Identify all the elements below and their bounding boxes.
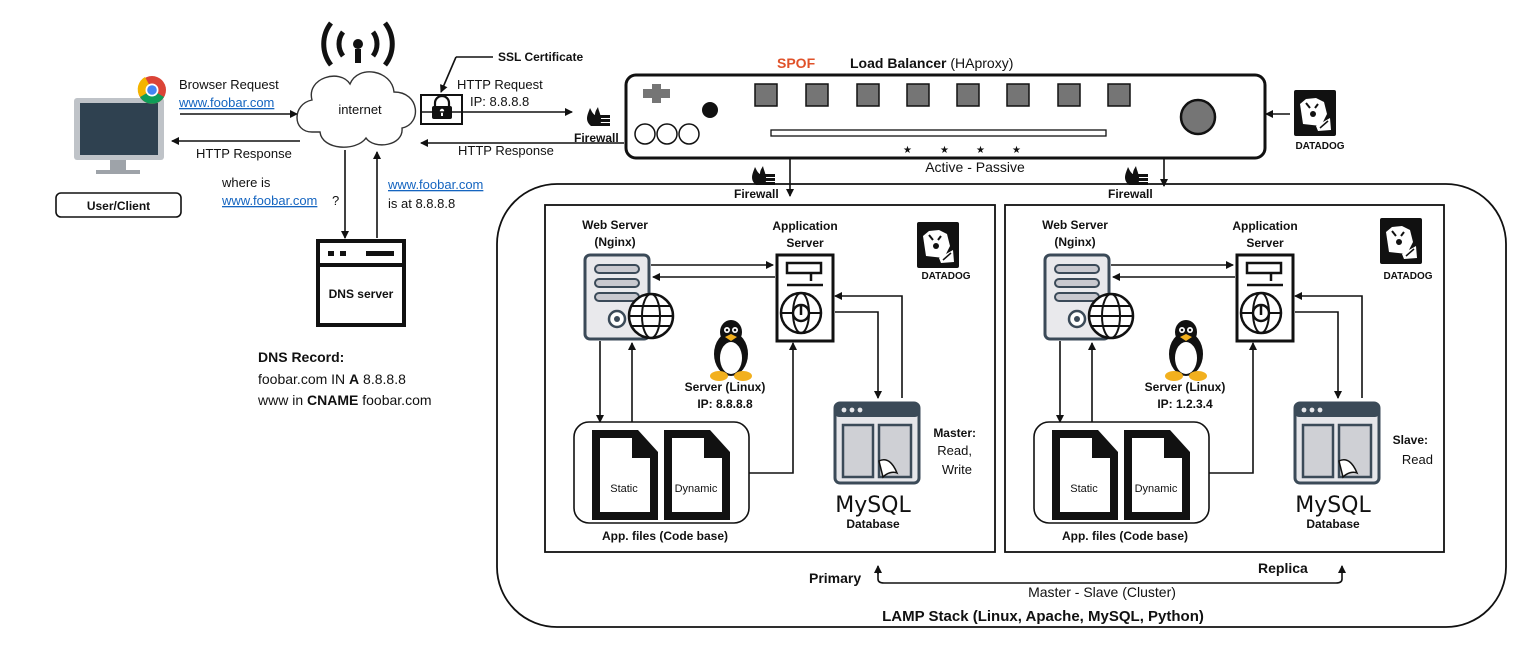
lb-mode-label: Active - Passive	[925, 159, 1025, 175]
dns-record-title: DNS Record:	[258, 349, 344, 365]
browser-request-url[interactable]: www.foobar.com	[178, 95, 274, 110]
globe-icon	[1087, 292, 1135, 340]
internet-label: internet	[338, 102, 382, 117]
lamp-stack-container	[496, 183, 1507, 628]
user-client-label: User/Client	[87, 199, 150, 213]
database-icon	[833, 401, 921, 485]
lamp-stack-label: LAMP Stack (Linux, Apache, MySQL, Python…	[882, 608, 1204, 625]
app-server-icon	[775, 253, 835, 343]
wifi-icon	[321, 21, 395, 67]
client-http-response-label: HTTP Response	[196, 146, 292, 161]
svg-text:★: ★	[940, 145, 949, 156]
db-role-title: Master:	[933, 426, 976, 440]
server-datadog-label: DATADOG	[1383, 271, 1432, 282]
static-file-label: Static	[610, 483, 638, 495]
primary-server-group: Web Server (Nginx) Application Server DA…	[544, 204, 996, 553]
globe-icon	[627, 292, 675, 340]
app-files-label: App. files (Code base)	[602, 529, 728, 543]
file-icon	[664, 430, 730, 520]
dns-server-icon	[316, 239, 406, 327]
lb-datadog-label: DATADOG	[1295, 141, 1344, 152]
mysql-logo: MySQL	[1295, 493, 1371, 518]
user-client-box	[55, 192, 182, 218]
file-icon	[592, 430, 658, 520]
database-label: Database	[846, 517, 900, 531]
where-is-url[interactable]: www.foobar.com	[221, 193, 317, 208]
server-ip: IP: 1.2.3.4	[1157, 397, 1213, 411]
lock-icon	[420, 94, 463, 125]
svg-text:★: ★	[976, 145, 985, 156]
app-server-sublabel: Server	[1246, 236, 1284, 250]
app-files-label: App. files (Code base)	[1062, 529, 1188, 543]
firewall-label: Firewall	[574, 131, 619, 145]
internet-http-response-label: HTTP Response	[458, 143, 554, 158]
dynamic-file-label: Dynamic	[675, 483, 718, 495]
load-balancer-title: Load Balancer (HAproxy)	[850, 55, 1013, 71]
database-icon	[1293, 401, 1381, 485]
dns-record-a: foobar.com IN A 8.8.8.8	[258, 371, 406, 387]
monitor-icon	[74, 98, 164, 174]
app-server-sublabel: Server	[786, 236, 824, 250]
os-label: Server (Linux)	[685, 380, 766, 394]
app-server-icon	[1235, 253, 1295, 343]
http-request-label: HTTP Request	[457, 77, 543, 92]
file-icon	[1052, 430, 1118, 520]
internet-cloud	[296, 71, 417, 148]
db-role-line2: Write	[942, 462, 972, 477]
datadog-icon	[1293, 89, 1337, 137]
db-role-line1: Read,	[937, 443, 972, 458]
datadog-icon	[1379, 217, 1423, 265]
app-server-label: Application	[1232, 219, 1297, 233]
static-file-label: Static	[1070, 483, 1098, 495]
database-label: Database	[1306, 517, 1360, 531]
browser-request-label: Browser Request	[179, 77, 279, 92]
web-server-sublabel: (Nginx)	[1054, 235, 1095, 249]
firewall-label: Firewall	[734, 187, 779, 201]
firewall-icon	[587, 107, 610, 126]
svg-text:★: ★	[903, 145, 912, 156]
answer-url[interactable]: www.foobar.com	[387, 177, 483, 192]
web-server-sublabel: (Nginx)	[594, 235, 635, 249]
lb-port-buttons	[754, 83, 1131, 107]
datadog-icon	[916, 221, 960, 269]
file-icon	[1124, 430, 1190, 520]
svg-text:★: ★	[1012, 145, 1021, 156]
server-datadog-label: DATADOG	[921, 271, 970, 282]
cluster-relation-label: Master - Slave (Cluster)	[1028, 584, 1176, 600]
replica-label: Replica	[1258, 560, 1308, 576]
where-is-label: where is	[221, 175, 271, 190]
lb-plus-icon	[643, 84, 670, 103]
firewall-icon	[752, 166, 775, 185]
os-label: Server (Linux)	[1145, 380, 1226, 394]
http-request-ip: IP: 8.8.8.8	[470, 94, 529, 109]
spof-label: SPOF	[777, 55, 816, 71]
dynamic-file-label: Dynamic	[1135, 483, 1178, 495]
db-role-line1: Read	[1402, 452, 1433, 467]
mysql-logo: MySQL	[835, 493, 911, 518]
answer-ip: is at 8.8.8.8	[388, 196, 455, 211]
dns-record-cname: www in CNAME foobar.com	[257, 392, 432, 408]
db-role-title: Slave:	[1393, 433, 1428, 447]
where-is-question: ?	[332, 193, 339, 208]
primary-label: Primary	[809, 570, 861, 586]
ssl-certificate-label: SSL Certificate	[498, 50, 583, 64]
firewall-label: Firewall	[1108, 187, 1153, 201]
web-server-label: Web Server	[1042, 218, 1108, 232]
web-server-label: Web Server	[582, 218, 648, 232]
chrome-icon	[137, 76, 166, 104]
server-ip: IP: 8.8.8.8	[697, 397, 753, 411]
firewall-icon	[1125, 166, 1148, 185]
replica-server-group: Web Server (Nginx) Application Server DA…	[1004, 204, 1445, 553]
app-server-label: Application	[772, 219, 837, 233]
dns-server-label: DNS server	[329, 287, 394, 301]
